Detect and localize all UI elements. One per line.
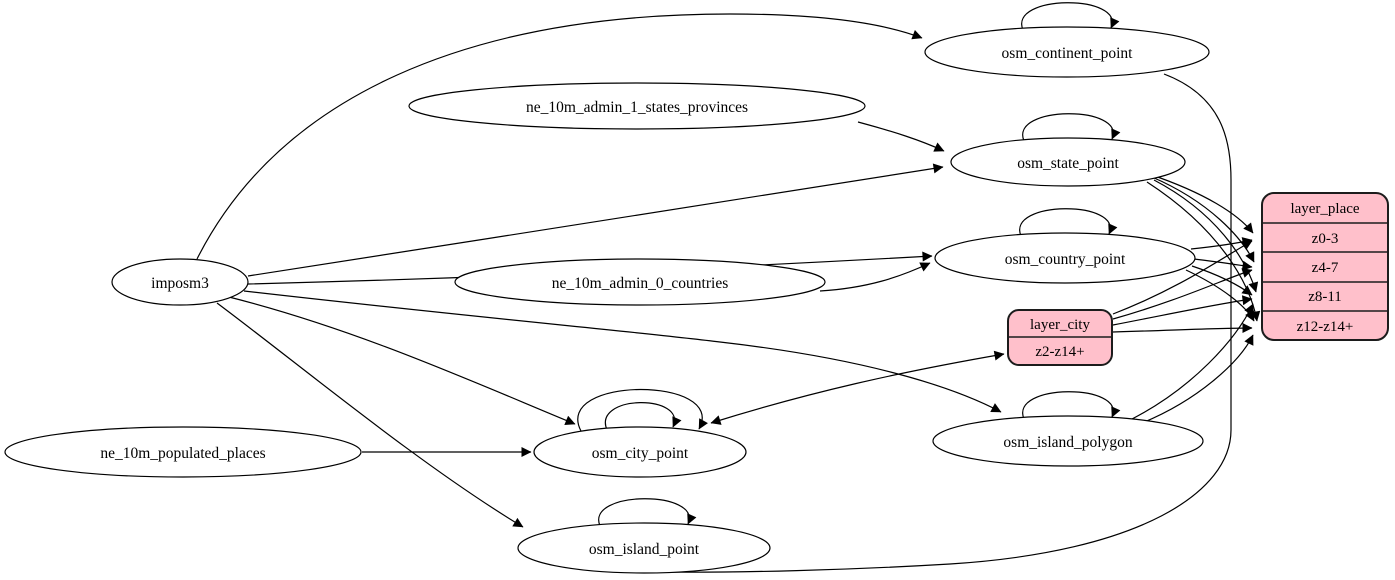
record-layer_place: layer_place z0-3 z4-7 z8-11 z12-z14+: [1261, 192, 1389, 341]
layer_place-row-z0-3: z0-3: [1312, 231, 1339, 247]
osm_continent_point-label: osm_continent_point: [1002, 45, 1134, 62]
layer_city-row-z2-z14: z2-z14+: [1035, 344, 1084, 360]
osm_country_point-ellipse: [934, 232, 1196, 284]
imposm3-ellipse: [111, 258, 249, 306]
edge-osm_country_point-layer_place-z12: [1185, 269, 1255, 322]
edge-ne_10m_admin_0_countries-osm_country_point: [819, 262, 931, 292]
edge-osm_country_point-layer_place-z8-11: [1191, 265, 1253, 296]
node-osm_continent_point: osm_continent_point: [924, 26, 1210, 78]
self-loop-osm_state_point: [1022, 113, 1121, 142]
node-osm_state_point: osm_state_point: [950, 137, 1186, 187]
osm_city_point-ellipse: [533, 426, 747, 478]
ne_10m_populated_places-ellipse: [4, 426, 362, 478]
ne_10m_populated_places-label: ne_10m_populated_places: [100, 445, 265, 462]
edge-layer_city-layer_place-z8-11: [1112, 295, 1253, 326]
self-loop-osm_country_point: [1019, 208, 1118, 237]
self-loop-osm_continent_point: [1021, 2, 1120, 31]
ne_10m_admin_1_states_provinces-label: ne_10m_admin_1_states_provinces: [526, 99, 748, 116]
layer_place-row-z4-7: z4-7: [1312, 260, 1339, 276]
osm_continent_point-ellipse: [924, 26, 1210, 78]
self-loop-outer-osm_city_point: [577, 388, 708, 432]
edge-layer: [196, 2, 1261, 573]
ne_10m_admin_1_states_provinces-ellipse: [408, 82, 866, 130]
edge-osm_island_polygon-layer_place-z8-11: [1131, 303, 1254, 420]
edge-osm_island_polygon-layer_place-z12: [1141, 334, 1254, 424]
edge-osm_state_point-layer_place-z0-3: [1148, 173, 1254, 234]
layer_city-title: layer_city: [1030, 317, 1090, 333]
edge-osm_state_point-layer_place-z8-11: [1153, 179, 1259, 293]
self-loop-osm_island_polygon: [1022, 391, 1121, 420]
edge-imposm3-osm_island_polygon: [243, 290, 1002, 413]
edge-layer_city-layer_place-z0-3: [1112, 240, 1253, 315]
node-ne_10m_admin_0_countries: ne_10m_admin_0_countries: [454, 258, 826, 306]
layer_place-box: [1261, 192, 1389, 341]
edge-layer_city-layer_place-z4-7: [1112, 268, 1253, 320]
node-ne_10m_admin_1_states_provinces: ne_10m_admin_1_states_provinces: [408, 82, 866, 130]
ne_10m_admin_0_countries-ellipse: [454, 258, 826, 306]
imposm3-label: imposm3: [151, 275, 209, 292]
edge-imposm3-osm_state_point: [247, 163, 944, 277]
layer_place-row-z12-z14: z12-z14+: [1297, 319, 1354, 335]
edge-osm_state_point-layer_place-z4-7: [1151, 176, 1255, 263]
edge-osm_country_point-layer_place-z4-7: [1193, 258, 1253, 271]
node-osm_country_point: osm_country_point: [934, 232, 1196, 284]
edge-layer_city-layer_place-z12: [1112, 323, 1253, 334]
ne_10m_admin_0_countries-label: ne_10m_admin_0_countries: [552, 275, 729, 292]
osm_country_point-label: osm_country_point: [1005, 251, 1126, 268]
osm_city_point-label: osm_city_point: [592, 445, 689, 462]
edge-osm_country_point-layer_place-z0-3: [1190, 237, 1253, 250]
osm_state_point-ellipse: [950, 137, 1186, 187]
edge-ne_10m_admin_1_states_provinces-osm_state_point: [857, 121, 945, 152]
osm_island_point-ellipse: [517, 522, 771, 574]
record-layer_city: layer_city z2-z14+: [1007, 309, 1113, 366]
edge-imposm3-osm_city_point: [228, 296, 576, 426]
edge-imposm3-osm_continent_point: [196, 13, 923, 260]
node-ne_10m_populated_places: ne_10m_populated_places: [4, 426, 362, 478]
self-loop-inner-osm_city_point: [604, 402, 682, 431]
edge-osm_city_point-layer_city-z2: [710, 350, 1005, 425]
self-loop-osm_island_point: [598, 498, 697, 527]
node-osm_island_polygon: osm_island_polygon: [932, 415, 1204, 467]
osm_state_point-label: osm_state_point: [1017, 155, 1119, 172]
layer_place-row-z8-11: z8-11: [1308, 289, 1342, 305]
node-imposm3: imposm3: [111, 258, 249, 306]
node-osm_city_point: osm_city_point: [533, 426, 747, 478]
layer_place-title: layer_place: [1290, 201, 1359, 217]
edge-osm_island_point-osm_continent_point-long-route: [651, 73, 1232, 573]
edge-imposm3-osm_island_point: [216, 302, 524, 528]
osm_island_polygon-label: osm_island_polygon: [1003, 434, 1132, 451]
osm_island_polygon-ellipse: [932, 415, 1204, 467]
node-osm_island_point: osm_island_point: [517, 522, 771, 574]
osm_island_point-label: osm_island_point: [589, 541, 700, 558]
